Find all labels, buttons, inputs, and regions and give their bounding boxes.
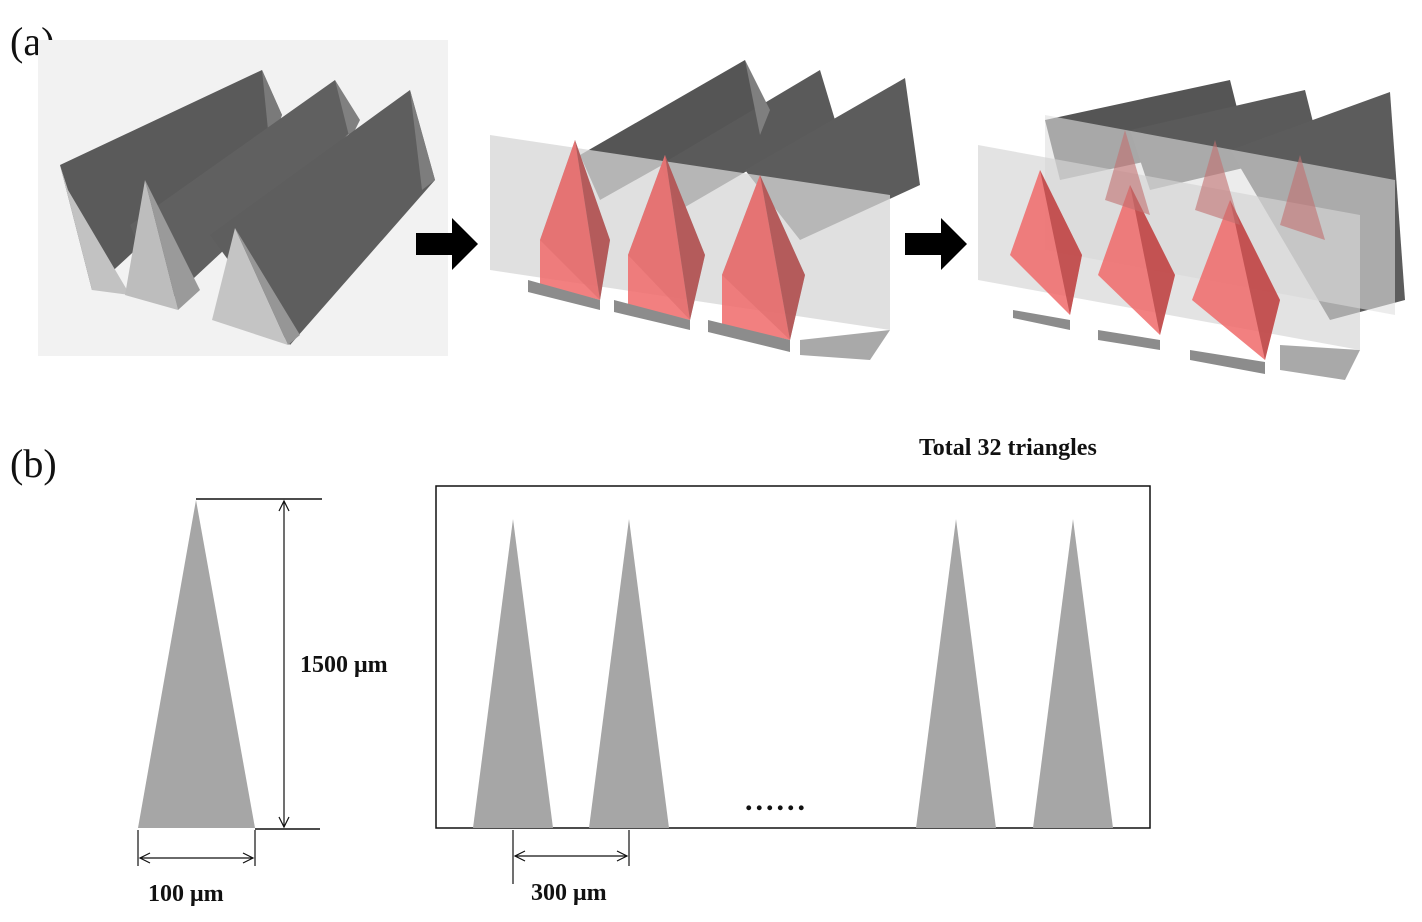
- panel-a-scene-2: [490, 60, 920, 360]
- array-triangle: [589, 519, 669, 828]
- base-width-dimension: 100 μm: [137, 830, 256, 907]
- pyramid: [628, 155, 705, 320]
- arrow-icon: [416, 218, 478, 270]
- pitch-label: 300 μm: [531, 880, 607, 906]
- array-frame: [435, 485, 1151, 829]
- panel-b-label: (b): [10, 441, 57, 486]
- pyramid: [1105, 130, 1325, 240]
- array-triangle: [473, 519, 553, 828]
- array-triangle: [916, 519, 996, 828]
- single-triangle: [138, 500, 255, 828]
- array-triangle: [1033, 519, 1113, 828]
- height-dimension: 1500 μm: [196, 498, 388, 830]
- triangle-array: [473, 519, 1113, 828]
- height-label: 1500 μm: [300, 652, 388, 678]
- panel-a-scene-3: [978, 80, 1405, 380]
- pyramid: [1010, 170, 1082, 315]
- base-width-label: 100 μm: [148, 881, 224, 907]
- pyramid: [540, 140, 610, 300]
- pyramid: [1192, 200, 1280, 360]
- pyramid: [1098, 185, 1175, 335]
- total-count-label: Total 32 triangles: [919, 435, 1097, 461]
- pitch-dimension: 300 μm: [512, 830, 630, 906]
- ellipsis: ......: [745, 784, 808, 817]
- arrow-icon: [905, 218, 967, 270]
- pyramid: [722, 175, 805, 340]
- panel-a-scene-1: [38, 40, 448, 356]
